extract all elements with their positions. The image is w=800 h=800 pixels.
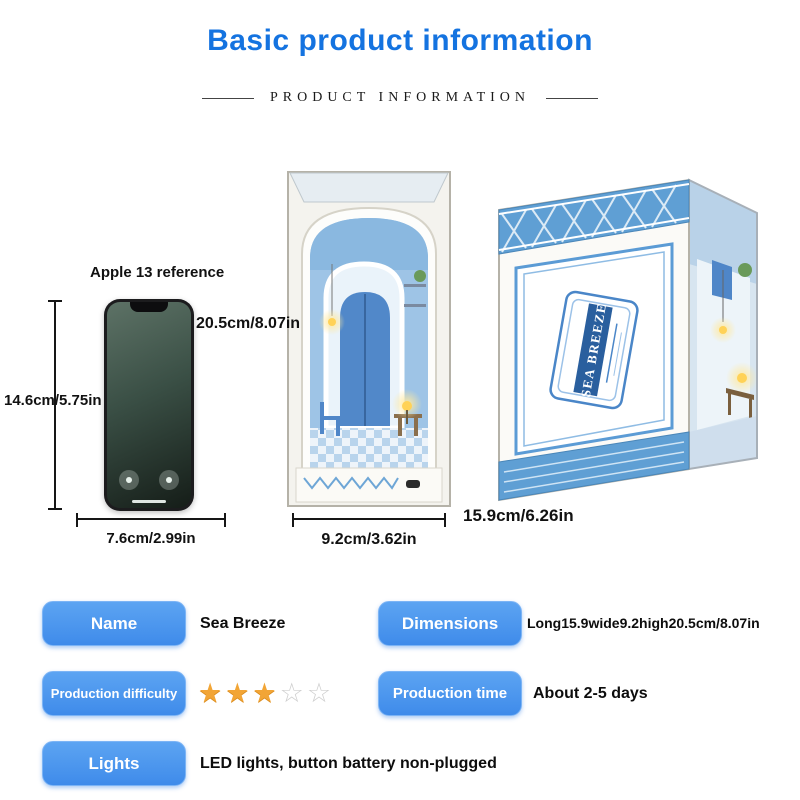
dimensions-value: Long15.9wide9.2high20.5cm/8.07in bbox=[527, 615, 760, 631]
side-desk bbox=[726, 388, 754, 419]
front-base bbox=[295, 467, 443, 503]
table-lamp bbox=[392, 389, 422, 424]
phone-reference-label: Apple 13 reference bbox=[90, 264, 225, 281]
page-title: Basic product information bbox=[207, 24, 593, 57]
time-badge-label: Production time bbox=[392, 685, 508, 702]
sea-breeze-sign: SEA BREEZE bbox=[549, 290, 639, 410]
product-width-dimension-line bbox=[292, 513, 446, 527]
product-height-label: 20.5cm/8.07in bbox=[196, 315, 301, 332]
side-hanging-lamp bbox=[719, 326, 727, 334]
subtitle: PRODUCT INFORMATION bbox=[0, 90, 800, 106]
subtitle-left-rule bbox=[201, 97, 254, 99]
difficulty-badge-label: Production difficulty bbox=[50, 686, 178, 701]
phone-illustration bbox=[104, 299, 194, 511]
phone-home-indicator bbox=[132, 500, 166, 503]
phone-width-dimension-line bbox=[76, 513, 226, 527]
lights-badge-label: Lights bbox=[88, 753, 140, 773]
time-value: About 2-5 days bbox=[533, 685, 648, 702]
lights-badge: Lights bbox=[42, 741, 186, 786]
phone-screen bbox=[107, 302, 191, 508]
lights-value: LED lights, button battery non-plugged bbox=[200, 755, 497, 772]
name-badge-label: Name bbox=[90, 613, 138, 633]
phone-notch bbox=[130, 302, 168, 312]
name-badge: Name bbox=[42, 601, 186, 646]
stars-empty: ☆☆ bbox=[279, 678, 335, 708]
hanging-lamp bbox=[319, 264, 345, 335]
bottom-slat-band bbox=[498, 431, 690, 501]
product-side-view: SEA BREEZE bbox=[498, 178, 758, 502]
wall-shelves bbox=[404, 270, 426, 307]
dimensions-badge-label: Dimensions bbox=[401, 613, 499, 633]
product-width-label: 9.2cm/3.62in bbox=[321, 531, 417, 548]
base-switch bbox=[406, 480, 420, 488]
phone-height-dimension-line bbox=[48, 300, 62, 510]
flashlight-icon bbox=[119, 470, 139, 490]
front-skylight bbox=[289, 172, 449, 203]
side-interior-scene bbox=[689, 180, 757, 469]
time-badge: Production time bbox=[378, 671, 522, 716]
base-zigzag-pattern bbox=[303, 476, 399, 490]
plant bbox=[738, 263, 752, 277]
difficulty-stars: ★★★☆☆ bbox=[198, 671, 334, 716]
phone-width-label: 7.6cm/2.99in bbox=[106, 530, 196, 547]
window-shutter bbox=[712, 260, 732, 300]
dimensions-badge: Dimensions bbox=[378, 601, 522, 646]
product-depth-label: 15.9cm/6.26in bbox=[463, 506, 574, 525]
camera-icon bbox=[159, 470, 179, 490]
phone-height-label: 14.6cm/5.75in bbox=[4, 392, 102, 409]
front-interior-scene bbox=[310, 218, 428, 488]
name-value: Sea Breeze bbox=[200, 615, 286, 632]
stars-filled: ★★★ bbox=[198, 678, 280, 708]
difficulty-badge: Production difficulty bbox=[42, 671, 186, 716]
chair bbox=[320, 402, 340, 436]
subtitle-text: PRODUCT INFORMATION bbox=[269, 90, 531, 105]
product-front-view bbox=[287, 171, 451, 507]
side-floor bbox=[689, 416, 757, 469]
side-floor-lamp bbox=[737, 373, 747, 383]
top-lattice-railing bbox=[498, 179, 690, 255]
subtitle-right-rule bbox=[546, 97, 599, 99]
